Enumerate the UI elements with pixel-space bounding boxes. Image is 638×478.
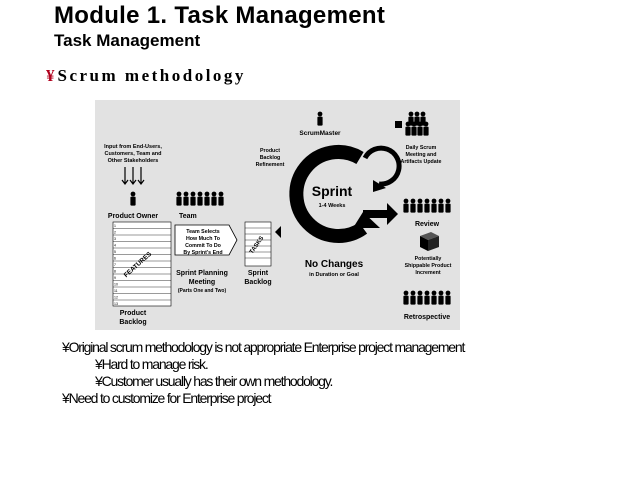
team-selects-arrow [174, 224, 238, 256]
input-label-3: Other Stakeholders [108, 158, 159, 164]
backlog-row-number: 7 [114, 263, 116, 267]
backlog-row-number: 10 [114, 283, 118, 287]
input-arrows [121, 167, 145, 185]
scrum-master-label: ScrumMaster [299, 130, 341, 137]
slide-subtitle: Task Management [54, 31, 201, 50]
team-selects-line-4: By Sprint's End [183, 250, 222, 256]
backlog-row-number: 6 [114, 257, 116, 261]
increment-label-3: Increment [415, 270, 441, 276]
sprint-planning-label-3: (Parts One and Two) [178, 288, 227, 294]
backlog-row-number: 3 [114, 237, 116, 241]
daily-scrum-label-3: Artifacts Update [401, 159, 442, 165]
sprint-backlog-label-2: Backlog [244, 279, 271, 286]
team-selects-line-2: How Much To [186, 236, 221, 242]
backlog-row-number: 13 [114, 302, 118, 306]
refinement-label-1: Product [260, 148, 280, 154]
input-label-1: Input from End-Users, [104, 144, 162, 150]
product-owner-label: Product Owner [108, 213, 158, 220]
sprint-weeks-label: 1-4 Weeks [319, 203, 346, 209]
refinement-label-3: Refinement [256, 162, 285, 168]
bullet-manage-risk: ¥Hard to manage risk. [95, 356, 209, 372]
backlog-row-number: 8 [114, 270, 116, 274]
product-backlog-label-1: Product [120, 310, 147, 317]
refinement-label-2: Backlog [260, 155, 281, 161]
backlog-row-number: 5 [114, 250, 116, 254]
backlog-row-number: 9 [114, 276, 116, 280]
sprint-backlog-list [244, 221, 272, 267]
sprint-cycle-arrow [275, 145, 402, 243]
team-selects-line-1: Team Selects [186, 229, 220, 235]
product-backlog-label-2: Backlog [119, 319, 146, 326]
bullet-customize-enterprise: ¥Need to customize for Enterprise projec… [62, 390, 272, 406]
daily-scrum-label-1: Daily Scrum [406, 145, 437, 151]
review-label: Review [415, 221, 440, 228]
section-bullet: ¥ [46, 66, 55, 85]
scrum-diagram: Input from End-Users, Customers, Team an… [95, 100, 460, 330]
team-selects-line-3: Commit To Do [185, 243, 222, 249]
product-owner-icon [130, 191, 136, 206]
team-label: Team [179, 213, 197, 220]
daily-scrum-label-2: Meeting and [406, 152, 437, 158]
increment-label-2: Shippable Product [405, 263, 452, 269]
section-heading: ¥Scrum methodology [46, 66, 246, 86]
backlog-row-number: 2 [114, 231, 116, 235]
scrum-master-icon [317, 111, 323, 126]
no-changes-sublabel: in Duration or Goal [309, 272, 359, 278]
increment-cube-icon [420, 232, 439, 251]
artifacts-icon [395, 121, 402, 128]
sprint-planning-label-2: Meeting [189, 279, 215, 286]
input-label-2: Customers, Team and [104, 151, 161, 157]
increment-arrow [363, 203, 398, 225]
increment-label-1: Potentially [415, 256, 442, 262]
backlog-row-number: 12 [114, 296, 118, 300]
backlog-row-number: 4 [114, 244, 116, 248]
sprint-entry-arrow [275, 226, 281, 238]
sprint-label: Sprint [312, 183, 353, 199]
bullet-original-scrum: ¥Original scrum methodology is not appro… [62, 339, 465, 355]
no-changes-label: No Changes [305, 259, 364, 270]
backlog-row-number: 11 [114, 289, 118, 293]
retrospective-label: Retrospective [404, 314, 450, 321]
sprint-backlog-label-1: Sprint [248, 270, 269, 277]
sprint-planning-label-1: Sprint Planning [176, 270, 228, 277]
bullet-customer-methodology: ¥Customer usually has their own methodol… [95, 373, 333, 389]
product-backlog-list: 1 2 3 4 5 6 7 8 9 10 11 12 13 [112, 221, 172, 307]
section-title: Scrum methodology [57, 66, 246, 85]
backlog-row-number: 1 [114, 224, 116, 228]
slide-title: Module 1. Task Management [54, 2, 386, 29]
